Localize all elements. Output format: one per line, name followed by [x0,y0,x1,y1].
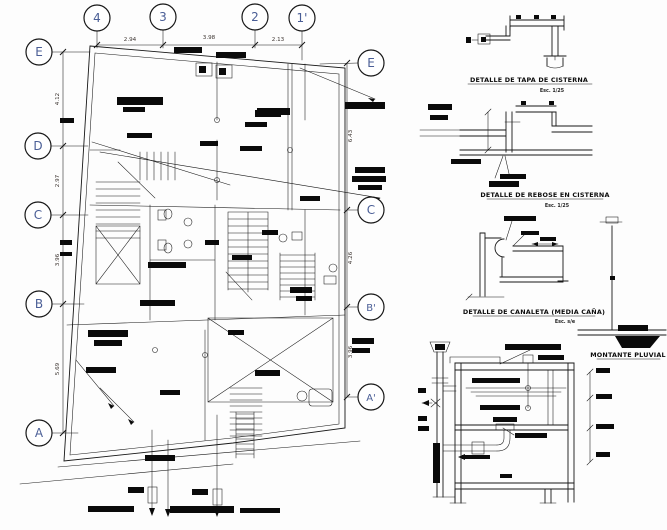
detail-canaleta: DETALLE DE CANALETA (MEDIA CAÑA) Esc. s/… [463,216,605,325]
dim-left-4: 5.69 [55,362,61,375]
detail-rebose-title: DETALLE DE REBOSE EN CISTERNA [480,191,609,199]
detail-montante-pluvial: MONTANTE PLUVIAL [577,216,667,360]
grid-label-Bp: B' [366,303,376,314]
grid-axis-right: E C B' A' 6.43 4.26 3.96 [319,49,385,411]
grid-label-Ap: A' [366,393,376,404]
grid-bubble-2 [241,3,269,31]
grid-label-C-right: C [367,203,375,217]
grid-axis-left: E D C B A 4.12 2.97 3.96 5.69 [24,38,91,447]
dim-left-2: 2.97 [55,174,61,187]
leader-arrows [75,67,381,425]
grid-bubble-3 [149,3,177,31]
detail-canaleta-title: DETALLE DE CANALETA (MEDIA CAÑA) [463,307,605,316]
grid-bubble-E-right [357,49,385,77]
detail-tapa-scale: Esc. 1/25 [540,88,564,94]
annotation-bars [60,47,386,513]
lot-boundary [19,45,361,485]
dim-left-3: 3.96 [55,253,61,266]
grid-label-2: 2 [251,10,259,24]
grid-label-3: 3 [159,10,167,24]
grid-axis-top: 4 3 2 1' 2.94 3.98 2.13 [83,3,316,61]
detail-tapa-cisterna: DETALLE DE TAPA DE CISTERNA Esc. 1/25 [466,15,593,94]
grid-bubble-C-right [357,196,385,224]
grid-label-B: B [35,297,43,311]
interior-walls [66,61,346,441]
grid-bubble-B [25,290,53,318]
detail-rebose-scale: Esc. 1/25 [545,203,569,209]
grid-bubble-Bp [357,293,385,321]
grid-label-E-right: E [367,56,375,70]
dim-right-1: 6.43 [348,129,354,142]
dim-top-1: 2.94 [124,37,137,43]
detail-canaleta-scale: Esc. s/e [555,319,576,325]
dim-top-2: 3.98 [203,35,216,41]
grid-label-C-left: C [34,208,42,222]
dim-right-3: 3.96 [348,345,354,358]
grid-bubble-D [24,132,52,160]
detail-tapa-title: DETALLE DE TAPA DE CISTERNA [470,76,588,84]
detail-montante-title: MONTANTE PLUVIAL [590,351,666,359]
grid-bubble-Ap [357,383,385,411]
grid-label-1p: 1' [297,11,308,25]
dim-right-2: 4.26 [348,251,354,264]
grid-bubble-4 [83,4,111,32]
grid-label-D: D [33,139,42,153]
stairs [95,151,316,459]
dim-left-1: 4.12 [55,93,61,105]
detail-cistern-section [418,341,614,504]
dim-top-3: 2.13 [272,37,285,43]
detail-rebose-cisterna: DETALLE DE REBOSE EN CISTERNA Esc. 1/25 [419,101,609,209]
plumbing-fixtures [152,62,338,407]
grid-label-4: 4 [93,11,101,25]
grid-bubble-C-left [24,201,52,229]
down-pipes [147,414,223,517]
grid-bubble-1p [288,4,316,32]
grid-label-A: A [35,426,44,440]
grid-label-E-left: E [35,45,43,59]
grid-bubble-E-left [25,38,53,66]
grid-bubble-A [25,419,53,447]
floor-plan: 4 3 2 1' 2.94 3.98 2.13 E D C B A 4 [19,3,386,517]
